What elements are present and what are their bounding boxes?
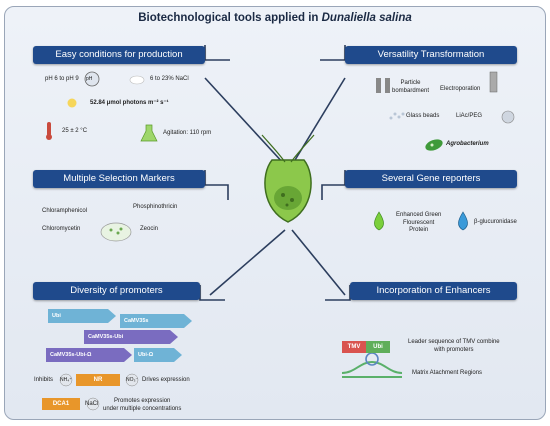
gus-drop-icon (458, 211, 468, 231)
ph-meter-icon (84, 71, 100, 87)
ammonium-icon (59, 373, 73, 387)
drives-expression-label: Drives expression (142, 377, 190, 383)
light-intensity-label: 52.84 μmol photons m⁻² s⁻¹ (90, 100, 169, 106)
salt-icon (129, 75, 145, 85)
inhibits-label: Inhibits (34, 377, 54, 383)
ubi-chip: Ubi (366, 341, 390, 353)
nitrate-label: NO₃⁻ (126, 377, 139, 383)
title-species: Dunaliella salina (321, 12, 412, 24)
egfp-line2: Flourescent (403, 219, 435, 226)
thermometer-icon (47, 122, 51, 136)
promoter-camv35s: CaMV35s (120, 314, 192, 328)
phosphinothricin-label: Phosphinothricin (133, 204, 178, 210)
bracket-promoters (199, 285, 225, 301)
ph-icon-label: pH (86, 76, 93, 82)
gfp-drop-icon (374, 211, 384, 231)
bracket-conditions (204, 45, 230, 61)
electroporator-icon (489, 71, 498, 93)
promoter-ubi: Ubi (48, 309, 116, 323)
leader-line2: with promoters (434, 346, 474, 353)
header-transformation: Versatility Transformation (345, 46, 517, 64)
ph-range-label: pH 6 to pH 9 (45, 76, 79, 82)
agitation-label: Agitation: 110 rpm (163, 130, 212, 136)
bracket-transformation (320, 45, 346, 61)
header-reporters: Several Gene reporters (345, 170, 517, 188)
liac-peg-label: LiAc/PEG (456, 113, 483, 119)
nr-chip: NR (76, 374, 120, 386)
nitrate-icon (125, 373, 139, 387)
gus-label: β-glucuronidase (474, 219, 517, 225)
figure-title: Biotechnological tools applied in Dunali… (0, 12, 550, 24)
dca1-chip: DCA1 (42, 398, 80, 410)
promoter-camv35s-ubi: CaMV35s-Ubi (84, 330, 178, 344)
matrix-attachment-label: Matrix Atachment Regions (412, 370, 483, 376)
connector-top-left (204, 77, 286, 166)
gene-gun-icon (376, 78, 390, 93)
connector-bottom-right (291, 229, 346, 296)
header-markers: Multiple Selection Markers (33, 170, 205, 188)
nacl-chip-label: NaCl (85, 401, 99, 407)
petri-dish-icon (100, 222, 132, 242)
glass-beads-label: Glass beads (406, 113, 440, 119)
promoter-camv35s-ubi-omega: CaMV35s-Ubi-Ω (46, 348, 132, 362)
promotes-line2: under multiple concentrations (103, 405, 182, 412)
mar-loop-icon (341, 352, 403, 378)
leader-sequence-label: Leader sequence of TMV combine with prom… (408, 339, 500, 354)
connector-top-right (291, 77, 346, 166)
promotes-expression-label: Promotes expression under multiple conce… (103, 398, 181, 413)
egfp-label: Enhanced Green Flourescent Protein (396, 212, 441, 235)
particle-line2: bombardment (392, 87, 430, 94)
dunaliella-cell-icon (261, 134, 315, 223)
header-enhancers: Incorporation of Enhancers (350, 282, 517, 300)
chloromycetin-label: Chloromycetin (42, 226, 81, 232)
egfp-line3: Protein (409, 227, 429, 233)
leader-line1: Leader sequence of TMV combine (408, 339, 500, 345)
zeocin-label: Zeocin (140, 226, 159, 232)
agrobacterium-label: Agrobacterium (446, 141, 489, 147)
nacl-range-label: 6 to 23% NaCl (150, 76, 189, 82)
promoter-ubi-omega: Ubi-Ω (134, 348, 182, 362)
title-prefix: Biotechnological tools applied in (138, 12, 319, 24)
centrifuge-icon (501, 110, 515, 124)
bracket-reporters (321, 170, 346, 200)
egfp-line1: Enhanced Green (396, 212, 442, 218)
particle-bombardment-label: Particle bombardment (392, 80, 429, 95)
header-promoters: Diversity of promoters (33, 282, 200, 300)
header-conditions: Easy conditions for production (33, 46, 205, 64)
nacl-icon (86, 397, 100, 411)
flask-icon (140, 124, 158, 142)
chloramphenicol-label: Chloramphenicol (42, 208, 88, 214)
glass-beads-icon (389, 112, 405, 120)
light-icon (67, 98, 77, 108)
bracket-enhancers (325, 285, 351, 301)
particle-line1: Particle (400, 80, 421, 86)
temperature-label: 25 ± 2 °C (62, 128, 88, 134)
agrobacterium-icon (425, 139, 443, 151)
connector-bottom-left (209, 229, 286, 296)
tmv-chip: TMV (342, 341, 366, 353)
bracket-markers (204, 170, 229, 200)
electroporation-label: Electroporation (440, 86, 481, 92)
promotes-line1: Promotes expression (114, 398, 171, 404)
ammonium-label: NH₄⁺ (60, 377, 72, 383)
